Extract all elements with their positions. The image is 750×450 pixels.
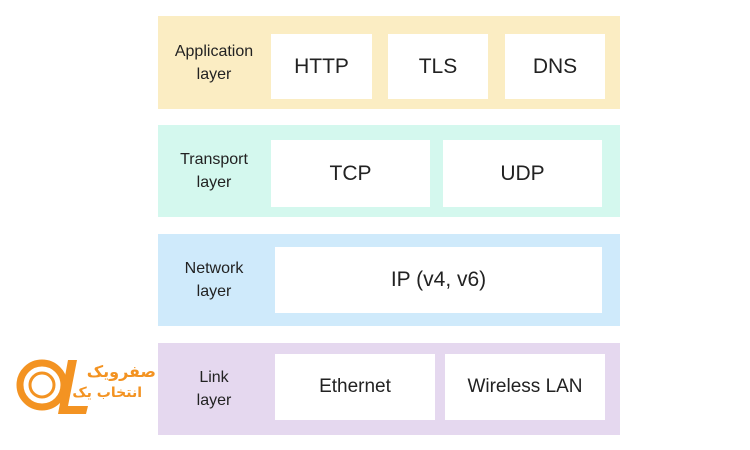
protocol-http: HTTP (271, 34, 372, 99)
link-layer-label: Link layer (196, 369, 232, 409)
brand-logo-line-1: صفرویک (86, 362, 156, 381)
protocol-wireless-lan: Wireless LAN (445, 354, 605, 420)
protocol-dns: DNS (505, 34, 605, 99)
protocol-ip: IP (v4, v6) (275, 247, 602, 313)
brand-logo-mark-icon (16, 359, 88, 414)
protocol-ethernet: Ethernet (275, 354, 435, 420)
network-layer-label: Network layer (184, 260, 244, 300)
brand-logo-line-2: انتخاب یک (72, 385, 142, 401)
protocol-udp: UDP (443, 140, 602, 207)
link-layer: Link layer Ethernet Wireless LAN (158, 343, 620, 435)
transport-layer: Transport layer TCP UDP (158, 125, 620, 217)
brand-logo: صفرویک انتخاب یک (16, 352, 156, 422)
protocol-tls: TLS (388, 34, 488, 99)
application-layer-label: Application layer (174, 42, 254, 83)
network-layer: Network layer IP (v4, v6) (158, 234, 620, 326)
protocol-tcp: TCP (271, 140, 430, 207)
transport-layer-label: Transport layer (180, 151, 248, 191)
application-layer: Application layer HTTP TLS DNS (158, 16, 620, 109)
